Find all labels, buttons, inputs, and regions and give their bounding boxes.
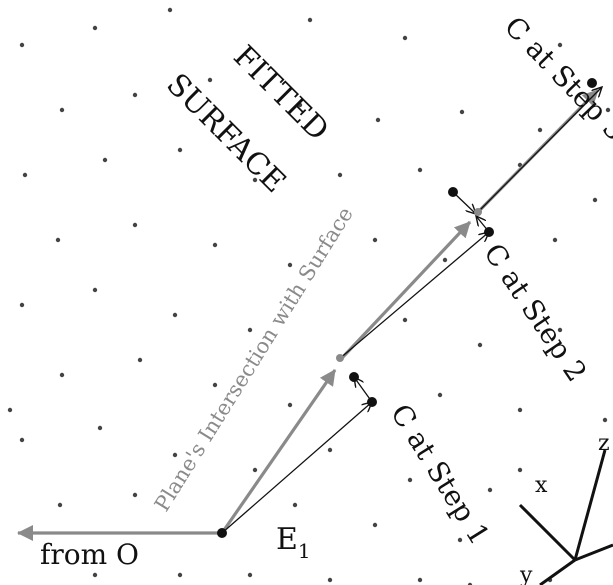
axis-y-label: y [519, 563, 533, 585]
surface-dot [22, 172, 28, 178]
surface-dot [19, 42, 25, 48]
surface-dot [92, 287, 98, 293]
surface-dot [375, 117, 381, 123]
surface-dot [592, 197, 598, 203]
e1-label: E1 [276, 522, 311, 563]
surface-dot [132, 492, 138, 498]
surface-dot [55, 237, 61, 243]
surface-dot [57, 502, 63, 508]
surface-dot [7, 407, 13, 413]
surface-dot [417, 577, 423, 583]
step2-vector [337, 232, 489, 361]
surface-dot [167, 7, 173, 13]
step3-vector [477, 87, 602, 213]
e1-label-base: E [276, 522, 298, 557]
surface-dot [59, 372, 65, 378]
axis-z-label: z [598, 431, 610, 456]
surface-dot [552, 237, 558, 243]
curve-segment-1 [220, 369, 337, 534]
surface-dot [132, 222, 138, 228]
surface-dot [132, 92, 138, 98]
surface-dot [247, 572, 253, 578]
axis-x-label: x [535, 473, 548, 498]
point-c-step2 [484, 227, 494, 237]
surface-dot [19, 437, 25, 443]
surface-dot [327, 577, 333, 583]
surface-dot [19, 302, 25, 308]
surface-dot [172, 452, 178, 458]
surface-dot [287, 262, 293, 268]
surface-dot [517, 467, 523, 473]
surface-dot [247, 327, 253, 333]
surface-dot [177, 147, 183, 153]
surface-dots [7, 7, 611, 585]
surface-dot [605, 107, 611, 113]
point-e1 [217, 528, 227, 538]
surface-dot [207, 77, 213, 83]
point-step1-surface [349, 372, 359, 382]
surface-dot [252, 177, 258, 183]
surface-dot [467, 582, 473, 585]
surface-dot [402, 35, 408, 41]
surface-dot [557, 42, 563, 48]
surface-dot [212, 242, 218, 248]
surface-dot [92, 572, 98, 578]
surface-dot [417, 167, 423, 173]
c-step2-label: C at Step 2 [477, 237, 593, 387]
points [217, 78, 597, 538]
surface-dot [557, 327, 563, 333]
surface-dot [59, 107, 65, 113]
surface-dot [602, 417, 608, 423]
surface-dot [287, 402, 293, 408]
point-step2-offset [448, 187, 458, 197]
surface-dot [537, 127, 543, 133]
intersection-curve [17, 88, 600, 541]
surface-dot [442, 257, 448, 263]
c-step3-label: C at Step 3 [498, 10, 613, 147]
surface-dot [337, 172, 343, 178]
surface-dot [327, 447, 333, 453]
surface-dot [487, 487, 493, 493]
surface-dot [407, 477, 413, 483]
surface-dot [172, 312, 178, 318]
surface-dot [477, 342, 483, 348]
surface-dot [92, 25, 98, 31]
surface-dot [102, 157, 108, 163]
surface-dot [457, 537, 463, 543]
surface-dot [402, 317, 408, 323]
surface-dot [437, 392, 443, 398]
surface-dot [459, 109, 465, 115]
from-o-label: from O [40, 538, 139, 571]
marker-step2-gray [474, 208, 482, 216]
surface-dot [372, 522, 378, 528]
e1-label-sub: 1 [298, 539, 311, 563]
c-step1-label: C at Step 1 [384, 398, 496, 550]
step2-offset [452, 191, 476, 214]
step1-correction [354, 377, 373, 403]
surface-dot [177, 572, 183, 578]
point-c-step1 [367, 397, 377, 407]
surface-dot [297, 102, 303, 108]
surface-dot [292, 502, 298, 508]
curve-segment-2 [340, 220, 472, 360]
surface-dot [372, 237, 378, 243]
surface-dot [137, 357, 143, 363]
step1-vector [221, 402, 372, 534]
point-c-step3 [587, 78, 597, 88]
surface-dot [97, 425, 103, 431]
surface-dot [252, 467, 258, 473]
marker-step1-gray [336, 354, 344, 362]
surface-dot [517, 407, 523, 413]
axes-icon: x y z [518, 431, 613, 585]
surface-dot [307, 17, 313, 23]
step-vectors [221, 87, 602, 534]
surface-dot [212, 382, 218, 388]
